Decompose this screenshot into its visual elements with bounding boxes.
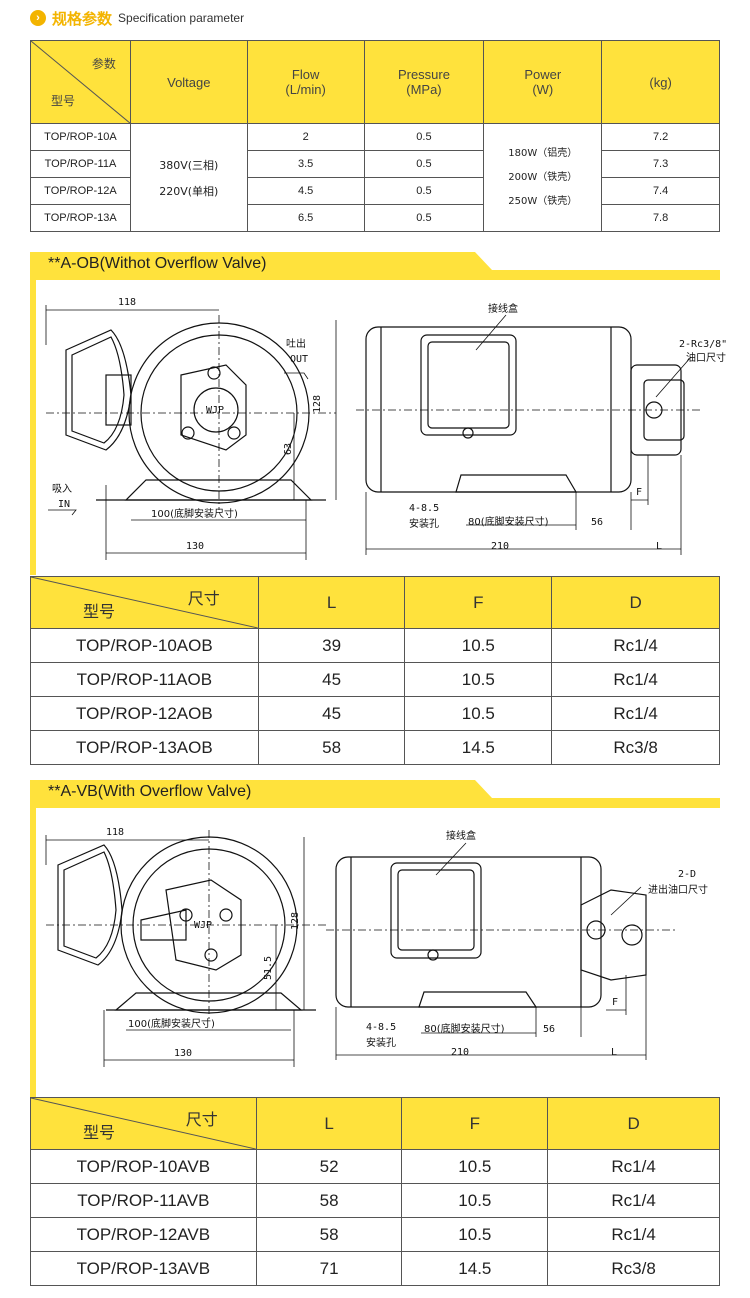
vb-dim-51-5: 51.5 [263,956,274,980]
ob-in-cn: 吸入 [52,484,72,495]
vb-dim-130: 130 [174,1048,192,1059]
drawing-vb: 118 128 51.5 100(底脚安装尺寸) 130 WJP 接线盒 2-D… [45,827,708,1067]
table-row: TOP/ROP-11A 3.5 0.5 7.3 [30,150,720,178]
ob-dim-130: 130 [186,541,204,552]
spec-col-pressure: Pressure(MPa) [363,40,485,124]
spec-weight: 7.4 [601,177,720,205]
spec-flow: 6.5 [246,204,365,232]
section-vb-sidebar [30,808,36,1098]
spec-col-power: Power(W) [483,40,603,124]
table-row: TOP/ROP-13A 6.5 0.5 7.8 [30,204,720,232]
ob-junction-box: 接线盒 [488,302,518,315]
table-row: TOP/ROP-12A 4.5 0.5 7.4 [30,177,720,205]
spec-flow: 3.5 [246,150,365,178]
vb-dim-118: 118 [106,827,124,838]
section-ob-sidebar [30,280,36,575]
ob-port-label: 2-Rc3/8" [679,339,727,350]
vb-dim-l: L [611,1047,617,1058]
spec-flow: 4.5 [246,177,365,205]
ob-corner-cell: 尺寸 型号 [30,576,259,629]
spec-model: TOP/ROP-12A [30,177,131,205]
ob-dim-56: 56 [591,517,603,528]
ob-port-cn: 油口尺寸 [686,351,726,364]
section-ob-title: **A-OB(Withot Overflow Valve) [48,255,267,272]
ob-holes-cn: 安装孔 [409,517,439,530]
vb-col-l: L [255,1097,403,1150]
spec-col-flow: Flow(L/min) [246,40,365,124]
ob-in-en: IN [58,499,70,510]
spec-voltage-cell: 380V(三相) 220V(单相) [129,123,248,232]
spec-power-cell: 180W（铝壳） 200W（铁壳） 250W（铁壳） [483,123,603,232]
spec-model: TOP/ROP-11A [30,150,131,178]
spec-corner-top: 参数 [91,57,116,71]
spec-table: 参数 型号 Voltage Flow(L/min) Pressure(MPa) … [30,40,720,232]
vb-col-d: D [547,1097,720,1150]
vb-col-f: F [401,1097,549,1150]
vb-junction-box: 接线盒 [446,829,476,842]
vb-port-cn: 进出油口尺寸 [648,883,708,896]
ob-out-cn: 吐出 [286,337,306,350]
ob-col-d: D [551,576,720,629]
ob-dim-100: 100(底脚安装尺寸) [151,507,238,520]
spec-weight: 7.3 [601,150,720,178]
table-row: TOP/ROP-10A 380V(三相) 220V(单相) 2 0.5 180W… [30,123,720,232]
header-title-en: Specification parameter [118,11,245,25]
spec-corner-bottom: 型号 [51,94,76,108]
ob-dim-118: 118 [118,297,136,308]
ob-dim-80: 80(底脚安装尺寸) [468,515,549,528]
spec-pressure: 0.5 [363,204,485,232]
spec-weight: 7.8 [601,204,720,232]
spec-pressure: 0.5 [363,123,485,151]
section-vb-title: **A-VB(With Overflow Valve) [48,783,252,800]
ob-dim-210: 210 [491,541,509,552]
spec-pressure: 0.5 [363,150,485,178]
spec-model: TOP/ROP-13A [30,204,131,232]
ob-holes: 4-8.5 [409,503,439,514]
section-header: › 规格参数 Specification parameter [30,6,244,30]
vb-holes-cn: 安装孔 [366,1036,396,1049]
vb-corner-cell: 尺寸 型号 [30,1097,257,1150]
ob-brand: WJP [206,405,224,416]
section-ob-banner: **A-OB(Withot Overflow Valve) [30,252,720,280]
vb-port-label: 2-D [678,869,696,880]
spec-model: TOP/ROP-10A [30,123,131,151]
spec-pressure: 0.5 [363,177,485,205]
spec-col-voltage: Voltage [129,40,248,124]
vb-dim-210: 210 [451,1047,469,1058]
spec-col-weight: (kg) [601,40,720,124]
vb-dim-128: 128 [290,912,301,930]
spec-flow: 2 [246,123,365,151]
vb-holes: 4-8.5 [366,1022,396,1033]
spec-corner-cell: 参数 型号 [30,40,131,124]
drawing-ob: 118 128 63 100(底脚安装尺寸) 130 吐出 OUT 吸入 IN … [45,297,727,560]
ob-dim-l: L [656,541,662,552]
ob-col-f: F [404,576,553,629]
ob-col-l: L [257,576,406,629]
ob-out-en: OUT [290,354,308,365]
vb-brand: WJP [194,920,212,931]
header-title-cn: 规格参数 [52,9,113,28]
ob-dim-128: 128 [312,395,323,413]
ob-dim-63: 63 [283,443,294,455]
vb-dim-80: 80(底脚安装尺寸) [424,1022,505,1035]
vb-dim-56: 56 [543,1024,555,1035]
vb-dim-100: 100(底脚安装尺寸) [128,1017,215,1030]
spec-weight: 7.2 [601,123,720,151]
ob-dim-f: F [636,487,642,498]
chevron-right-icon: › [30,10,46,26]
vb-dim-f: F [612,997,618,1008]
section-vb-banner: **A-VB(With Overflow Valve) [30,780,720,808]
